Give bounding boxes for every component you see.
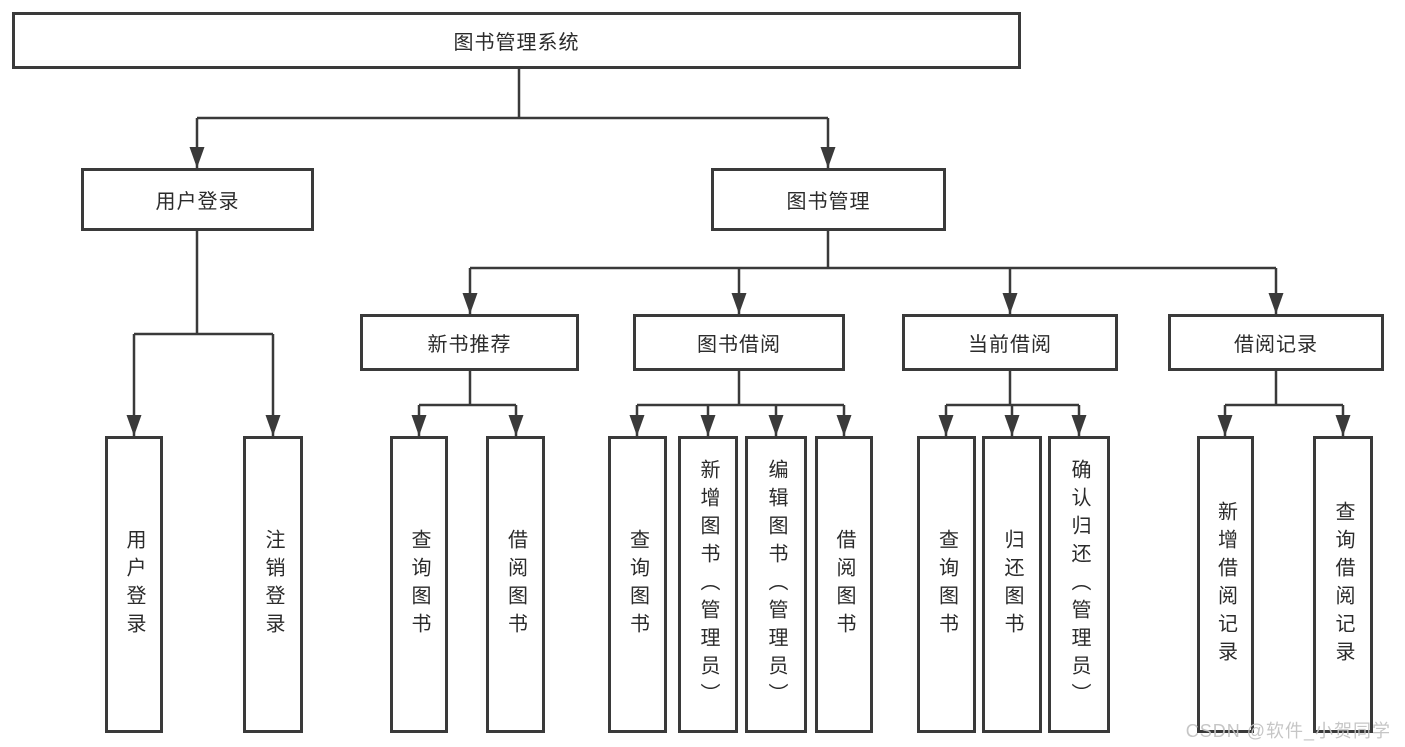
node-user-login-group-label: 用户登录 xyxy=(155,191,240,213)
leaf-query-books-current: 查询图书 xyxy=(917,436,976,733)
node-library-system: 图书管理系统 xyxy=(12,12,1021,69)
leaf-edit-book-admin-label: 编辑图书（管理员） xyxy=(765,458,787,711)
leaf-add-borrow-record: 新增借阅记录 xyxy=(1197,436,1254,733)
leaf-confirm-return-admin-label: 确认归还（管理员） xyxy=(1068,458,1090,711)
node-current-borrowing: 当前借阅 xyxy=(902,314,1118,371)
leaf-confirm-return-admin: 确认归还（管理员） xyxy=(1048,436,1110,733)
leaf-query-books-borrowing-label: 查询图书 xyxy=(626,528,649,641)
leaf-borrow-books-recommend: 借阅图书 xyxy=(486,436,545,733)
leaf-query-borrow-record-label: 查询借阅记录 xyxy=(1332,500,1354,669)
leaf-add-borrow-record-label: 新增借阅记录 xyxy=(1214,500,1237,669)
leaf-query-books-current-label: 查询图书 xyxy=(935,528,958,641)
leaf-query-books-recommend-label: 查询图书 xyxy=(408,528,430,641)
leaf-add-book-admin: 新增图书（管理员） xyxy=(678,436,738,733)
leaf-query-books-borrowing: 查询图书 xyxy=(608,436,667,733)
leaf-add-book-admin-label: 新增图书（管理员） xyxy=(697,458,719,711)
leaf-return-book-label: 归还图书 xyxy=(1001,528,1023,641)
node-current-borrowing-label: 当前借阅 xyxy=(968,334,1052,356)
leaf-return-book: 归还图书 xyxy=(982,436,1042,733)
leaf-borrow-books-label: 借阅图书 xyxy=(833,528,855,641)
node-book-borrowing-label: 图书借阅 xyxy=(697,334,781,356)
node-user-login-group: 用户登录 xyxy=(81,168,314,231)
node-book-management: 图书管理 xyxy=(711,168,946,231)
node-book-borrowing: 图书借阅 xyxy=(633,314,845,371)
leaf-borrow-books-recommend-label: 借阅图书 xyxy=(504,528,527,641)
leaf-user-login: 用户登录 xyxy=(105,436,163,733)
arrow-connectors xyxy=(126,118,1351,437)
csdn-watermark: CSDN @软件_小贺同学 xyxy=(1185,721,1391,741)
leaf-query-borrow-record: 查询借阅记录 xyxy=(1313,436,1373,733)
leaf-edit-book-admin: 编辑图书（管理员） xyxy=(745,436,807,733)
leaf-borrow-books: 借阅图书 xyxy=(815,436,873,733)
node-book-management-label: 图书管理 xyxy=(786,191,871,213)
node-new-book-recommend: 新书推荐 xyxy=(360,314,579,371)
node-borrow-records: 借阅记录 xyxy=(1168,314,1384,371)
node-library-system-label: 图书管理系统 xyxy=(453,32,580,54)
leaf-logout-label: 注销登录 xyxy=(262,528,284,641)
leaf-user-login-label: 用户登录 xyxy=(123,528,145,641)
node-borrow-records-label: 借阅记录 xyxy=(1234,334,1318,356)
node-new-book-recommend-label: 新书推荐 xyxy=(427,334,512,356)
leaf-logout: 注销登录 xyxy=(243,436,303,733)
leaf-query-books-recommend: 查询图书 xyxy=(390,436,448,733)
